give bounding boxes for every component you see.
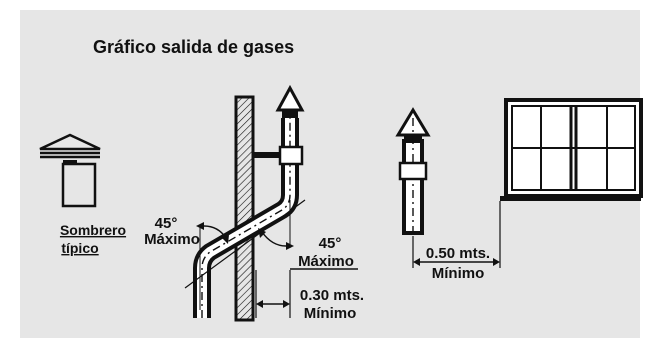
typical-cap-icon xyxy=(39,133,101,208)
right-angle-arc xyxy=(258,228,294,250)
diagram-title: Gráfico salida de gases xyxy=(93,37,294,57)
cap-label-line1: Sombrero xyxy=(60,222,126,238)
angle-reference-lines xyxy=(184,199,306,310)
window xyxy=(499,98,643,268)
right-angle-value: 45° xyxy=(319,235,342,252)
wall-clearance-caption: Mínimo xyxy=(304,305,357,322)
offset-flue-pipe xyxy=(193,84,305,318)
left-angle-arc xyxy=(196,222,229,244)
window-clearance-value: 0.50 mts. xyxy=(426,245,490,262)
left-angle-caption: Máximo xyxy=(144,231,200,248)
window-clearance-caption: Mínimo xyxy=(432,265,485,282)
straight-flue-pipe xyxy=(395,107,431,268)
wall-clearance-dimension xyxy=(255,270,291,318)
window-clearance-dimension xyxy=(413,258,500,266)
wall xyxy=(234,95,255,322)
wall-clearance-value: 0.30 mts. xyxy=(300,287,364,304)
left-angle-value: 45° xyxy=(155,215,178,232)
cap-label-line2: típico xyxy=(61,240,98,256)
right-angle-caption: Máximo xyxy=(298,253,354,270)
